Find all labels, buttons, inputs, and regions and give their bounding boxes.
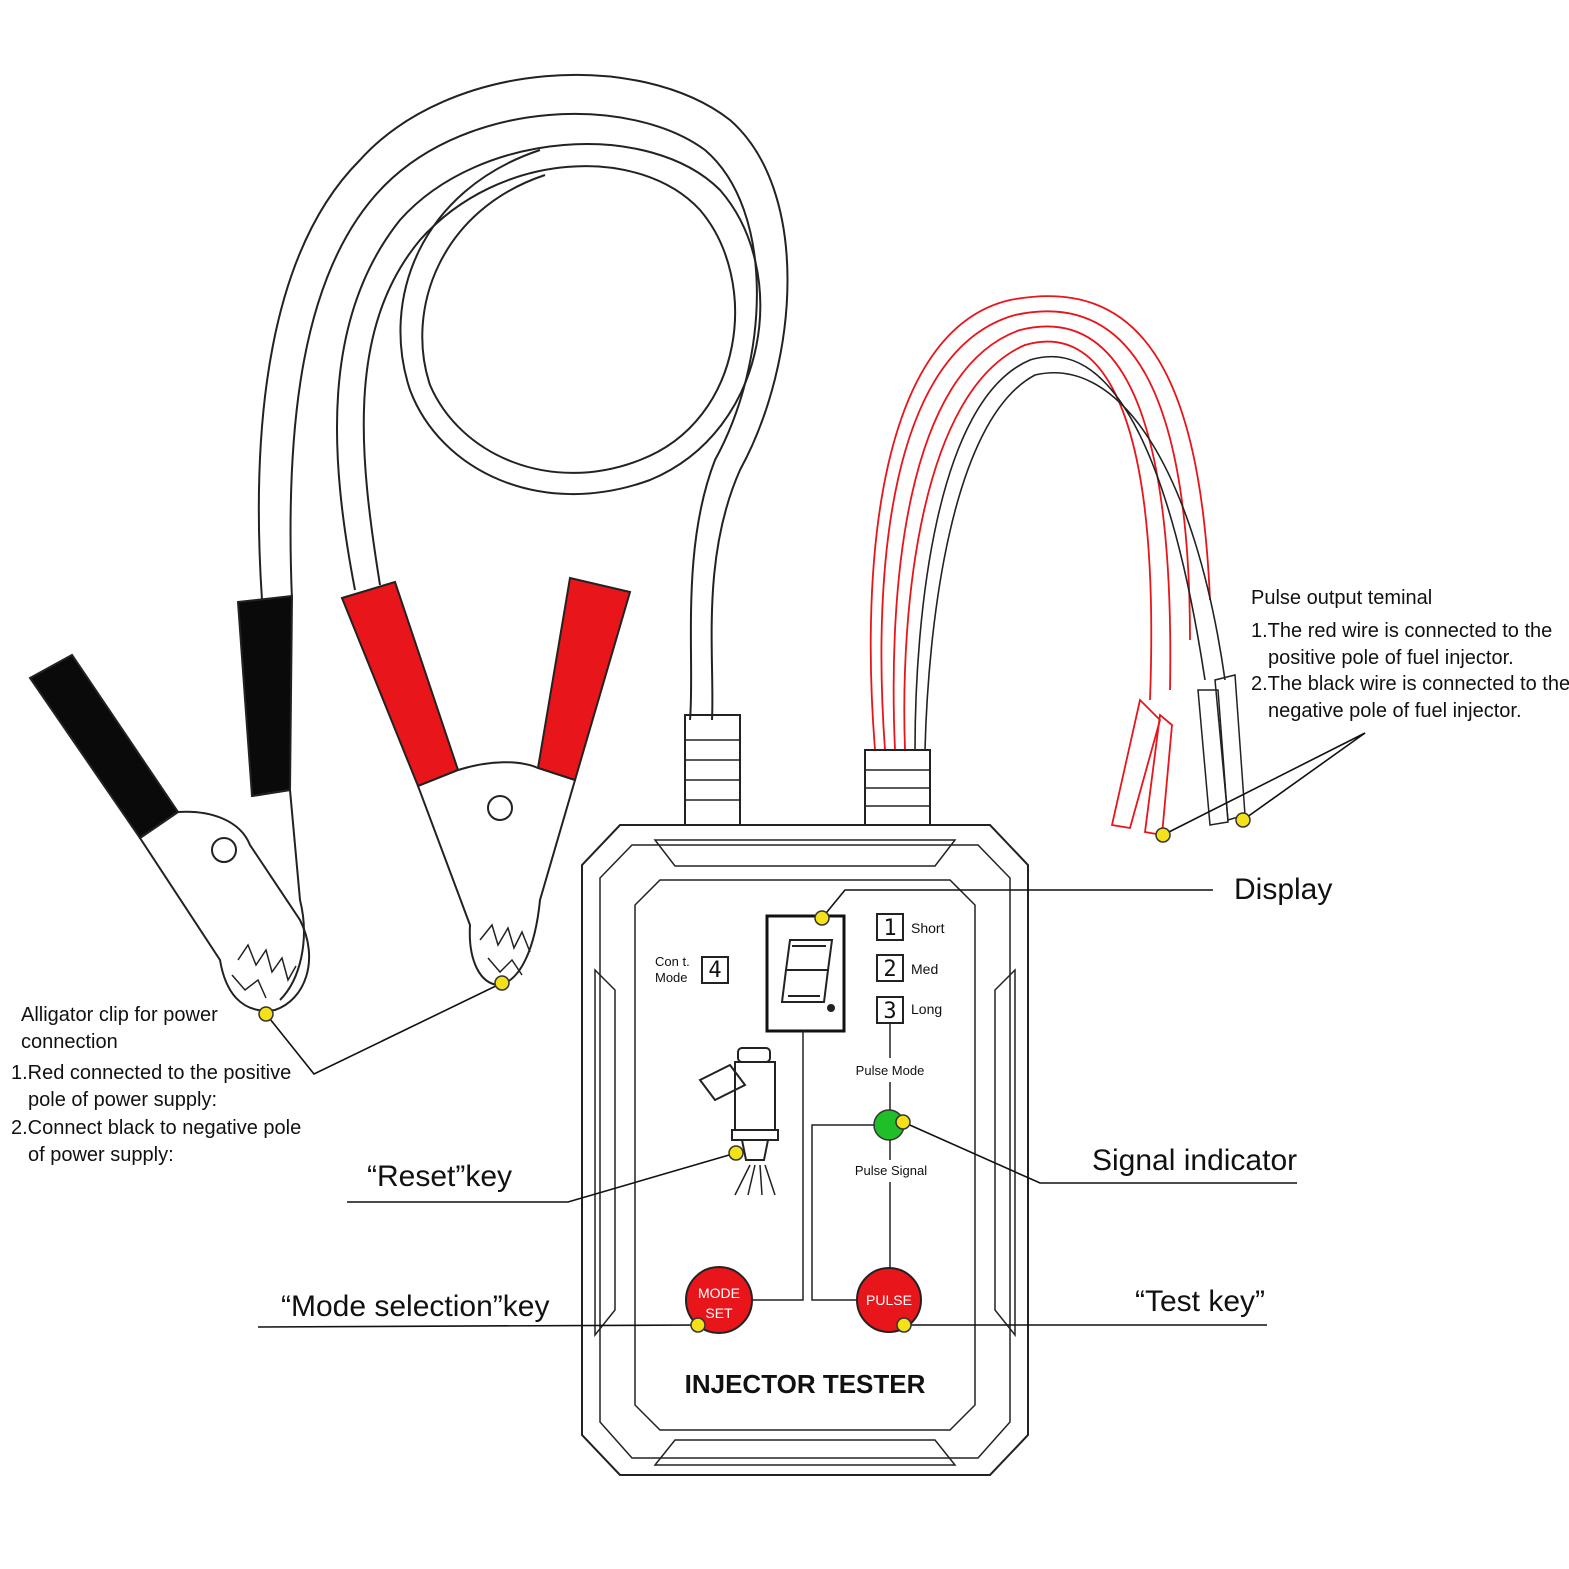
mode-short-label: Short — [911, 920, 945, 936]
alligator-callout: Alligator clip for power connection 1.Re… — [11, 1004, 301, 1166]
black-clip-handle-lower — [28, 653, 180, 840]
mode-med-number: 2 — [883, 957, 896, 982]
pulse-output-line2: positive pole of fuel injector. — [1268, 647, 1514, 669]
power-connector — [684, 714, 741, 826]
pulse-button-label: PULSE — [866, 1292, 912, 1308]
alligator-line1: Alligator clip for power — [21, 1004, 218, 1026]
mode-med: 2 Med — [876, 954, 938, 982]
alligator-line6: of power supply: — [28, 1144, 174, 1166]
digit-8-segments — [780, 939, 834, 1003]
callout-dot-red-clip — [494, 975, 510, 991]
callout-leaders — [257, 732, 1366, 1328]
pulse-output-line4: negative pole of fuel injector. — [1268, 700, 1522, 722]
cont-mode-label-line1: Con t. — [655, 954, 690, 969]
mode-short-number: 1 — [883, 916, 896, 941]
mode-button-line1: MODE — [698, 1285, 740, 1301]
mode-short: 1 Short — [876, 913, 945, 941]
signal-indicator-label: Signal indicator — [1092, 1144, 1297, 1177]
device-body — [581, 824, 1029, 1476]
alligator-line3: 1.Red connected to the positive — [11, 1062, 291, 1084]
alligator-line5: 2.Connect black to negative pole — [11, 1117, 301, 1139]
mode-long-label: Long — [911, 1001, 942, 1017]
display-label: Display — [1234, 873, 1332, 906]
cont-mode-label-line2: Mode — [655, 970, 688, 985]
mode-selection-key-label: “Mode selection”key — [281, 1290, 549, 1323]
callout-dot-signal — [895, 1114, 911, 1130]
pulse-output-wires — [869, 295, 1246, 837]
callout-dot-display — [814, 910, 830, 926]
red-clip-handle-right — [536, 576, 632, 782]
mode-long-number: 3 — [883, 999, 896, 1024]
red-clip-handle-left — [340, 580, 460, 788]
pulse-output-line1: 1.The red wire is connected to the — [1251, 620, 1552, 642]
device-title: INJECTOR TESTER — [685, 1369, 926, 1399]
mode-list: 1 Short 2 Med 3 Long Pulse Mode — [856, 913, 945, 1110]
led-to-pulse-line — [811, 1124, 874, 1301]
cont-mode-group: Con t. Mode 4 — [655, 954, 729, 985]
pulse-mode-label: Pulse Mode — [856, 1063, 925, 1078]
mode-long: 3 Long — [876, 996, 942, 1024]
pulse-output-callout: Pulse output teminal 1.The red wire is c… — [1251, 587, 1569, 722]
black-alligator-clip — [28, 594, 310, 1012]
reset-key-label: “Reset”key — [367, 1160, 512, 1193]
callout-dot-black-clip — [258, 1006, 274, 1022]
alligator-line2: connection — [21, 1031, 118, 1053]
callout-dot-red-wire — [1155, 827, 1171, 843]
callout-dot-black-wire — [1235, 812, 1251, 828]
power-cable — [257, 73, 789, 721]
pulse-output-line3: 2.The black wire is connected to the — [1251, 673, 1569, 695]
cont-mode-number: 4 — [708, 958, 721, 983]
display-to-mode-line — [752, 1031, 804, 1301]
black-clip-handle-upper — [236, 594, 294, 798]
pulse-connector — [864, 749, 931, 826]
test-key-label: “Test key” — [1135, 1285, 1265, 1318]
alligator-line4: pole of power supply: — [28, 1089, 217, 1111]
pulse-button[interactable]: PULSE — [856, 1267, 922, 1333]
red-alligator-clip — [340, 576, 632, 987]
mode-med-label: Med — [911, 961, 938, 977]
mode-button-line2: SET — [705, 1305, 733, 1321]
callout-dot-mode — [690, 1317, 706, 1333]
pulse-signal-label: Pulse Signal — [855, 1163, 927, 1178]
callout-dots — [258, 812, 1251, 1333]
seven-segment-display — [765, 914, 846, 1033]
callout-dot-test-key — [896, 1317, 912, 1333]
mode-set-button[interactable]: MODE SET — [685, 1266, 753, 1334]
decimal-point — [827, 1004, 835, 1012]
pulse-output-title: Pulse output teminal — [1251, 587, 1432, 609]
callout-dot-reset — [728, 1145, 744, 1161]
fuel-injector-icon[interactable] — [698, 1047, 779, 1196]
